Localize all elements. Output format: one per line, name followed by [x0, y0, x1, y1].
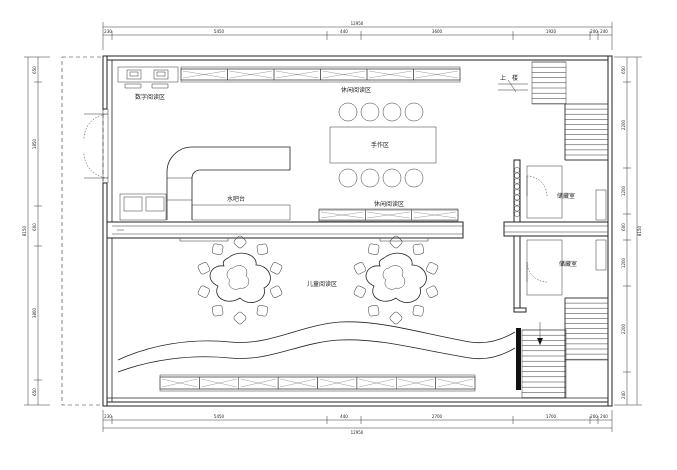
bottom-seg-dim: 240 — [600, 414, 608, 419]
left-dimensions: 650 1850 600 3800 650 8150 — [22, 56, 50, 406]
right-seg-dim: 240 — [621, 391, 626, 399]
top-seg-dim: 1920 — [546, 29, 557, 34]
stool — [270, 285, 283, 298]
partition-wall — [106, 221, 464, 242]
bottom-seg-dim: 230 — [104, 414, 112, 419]
storage-shelf-circle — [514, 194, 520, 201]
top-seg-dim: 3600 — [432, 29, 443, 34]
left-seg-dim: 650 — [32, 66, 37, 74]
bottom-seg-dim: 1700 — [546, 414, 557, 419]
stool — [233, 311, 247, 325]
entrance-area — [61, 56, 104, 406]
upper-staircase — [531, 61, 609, 161]
water-bar-counter — [119, 146, 291, 221]
storage-shelf-circle — [514, 172, 520, 179]
right-seg-dim: 2200 — [621, 119, 626, 130]
shelf-unit — [411, 209, 459, 221]
children-table-left — [209, 252, 271, 303]
storage-shelf-circle — [514, 189, 520, 195]
label-water-bar: 水吧台 — [227, 195, 245, 203]
top-seg-dim: 5450 — [214, 29, 225, 34]
upper-stair-treads — [532, 61, 608, 161]
left-seg-dim: 1850 — [32, 138, 37, 149]
stool — [389, 235, 403, 249]
storage-upper-shelf-circles — [514, 167, 520, 217]
label-stair-down: 楼 — [512, 74, 518, 82]
left-total-dim: 8150 — [22, 225, 27, 236]
stool — [197, 285, 210, 298]
label-handcraft: 手作区 — [371, 141, 389, 149]
stool — [353, 262, 366, 275]
stool — [412, 305, 424, 317]
top-seg-dim: 440 — [340, 29, 348, 34]
entrance-doors — [83, 109, 109, 183]
stool — [197, 262, 210, 275]
stool — [212, 243, 224, 255]
right-seg-dim: 600 — [621, 223, 626, 231]
left-seg-dim: 3800 — [32, 307, 37, 318]
lower-stair-treads — [522, 297, 608, 398]
stool — [270, 262, 283, 275]
label-storage-lower: 储藏室 — [559, 260, 577, 268]
left-seg-dim: 600 — [32, 223, 37, 231]
shelf-unit — [413, 68, 461, 81]
middle-bookshelf-units — [318, 209, 459, 221]
stool — [426, 262, 439, 275]
label-digital-reading: 数字阅读区 — [135, 93, 165, 101]
label-leisure-reading-top: 休闲阅读区 — [341, 86, 371, 94]
shelf-unit — [435, 376, 476, 390]
stool — [426, 285, 439, 298]
right-seg-dim: 1200 — [621, 257, 626, 268]
storage-shelf-circle — [514, 200, 520, 206]
stool — [368, 243, 380, 255]
children-table-right — [365, 252, 427, 303]
storage-shelf-circle — [514, 211, 520, 217]
storage-shelf-circle — [514, 183, 520, 190]
storage-shelf-circle — [514, 167, 520, 173]
stool — [233, 235, 247, 249]
top-seg-dim: 240 — [600, 29, 608, 34]
children-stools-right — [353, 235, 439, 325]
stool — [256, 305, 268, 317]
storage-shelf-circle — [514, 178, 520, 184]
label-stair-up: 上 — [500, 74, 506, 82]
label-storage-upper: 储藏室 — [557, 192, 575, 200]
stool — [412, 243, 424, 255]
stair-arrow — [498, 79, 528, 93]
bottom-seg-dim: 2700 — [432, 414, 443, 419]
right-seg-dim: 1200 — [621, 185, 626, 196]
bottom-seg-dim: 5450 — [214, 414, 225, 419]
stool — [212, 305, 224, 317]
left-seg-dim: 650 — [32, 388, 37, 396]
top-seg-dim: 230 — [104, 29, 112, 34]
storage-lower — [526, 239, 607, 296]
digital-reading-desk — [117, 66, 179, 89]
bottom-seg-dim: 440 — [340, 414, 348, 419]
label-leisure-reading-mid: 休闲阅读区 — [374, 200, 404, 208]
top-total-dim: 12950 — [351, 21, 364, 26]
top-bookshelf-units — [180, 68, 461, 81]
right-dimensions: 650 2200 1200 600 1200 2200 240 8150 — [614, 56, 642, 406]
stool — [353, 285, 366, 298]
bottom-bookshelf-units — [159, 376, 476, 390]
top-seg-dim: 200 — [590, 29, 598, 34]
lower-staircase — [516, 297, 609, 399]
storage-upper — [526, 165, 607, 221]
bottom-total-dim: 12950 — [351, 430, 364, 435]
children-stools-left — [197, 235, 283, 325]
stool — [389, 311, 403, 325]
label-children-reading: 儿童阅读区 — [307, 280, 337, 288]
right-seg-dim: 2200 — [621, 323, 626, 334]
right-seg-dim: 650 — [621, 66, 626, 74]
wavy-platform — [117, 321, 516, 373]
handcraft-area — [329, 102, 437, 188]
stool — [256, 243, 268, 255]
top-dimensions: 12950 230 5450 440 3600 1920 200 240 — [102, 21, 613, 50]
storage-shelf-circle — [514, 205, 520, 212]
stool — [368, 305, 380, 317]
bottom-dimensions: 230 5450 440 2700 1700 200 240 12950 — [102, 410, 613, 435]
bottom-seg-dim: 200 — [590, 414, 598, 419]
right-total-dim: 8150 — [637, 225, 642, 236]
